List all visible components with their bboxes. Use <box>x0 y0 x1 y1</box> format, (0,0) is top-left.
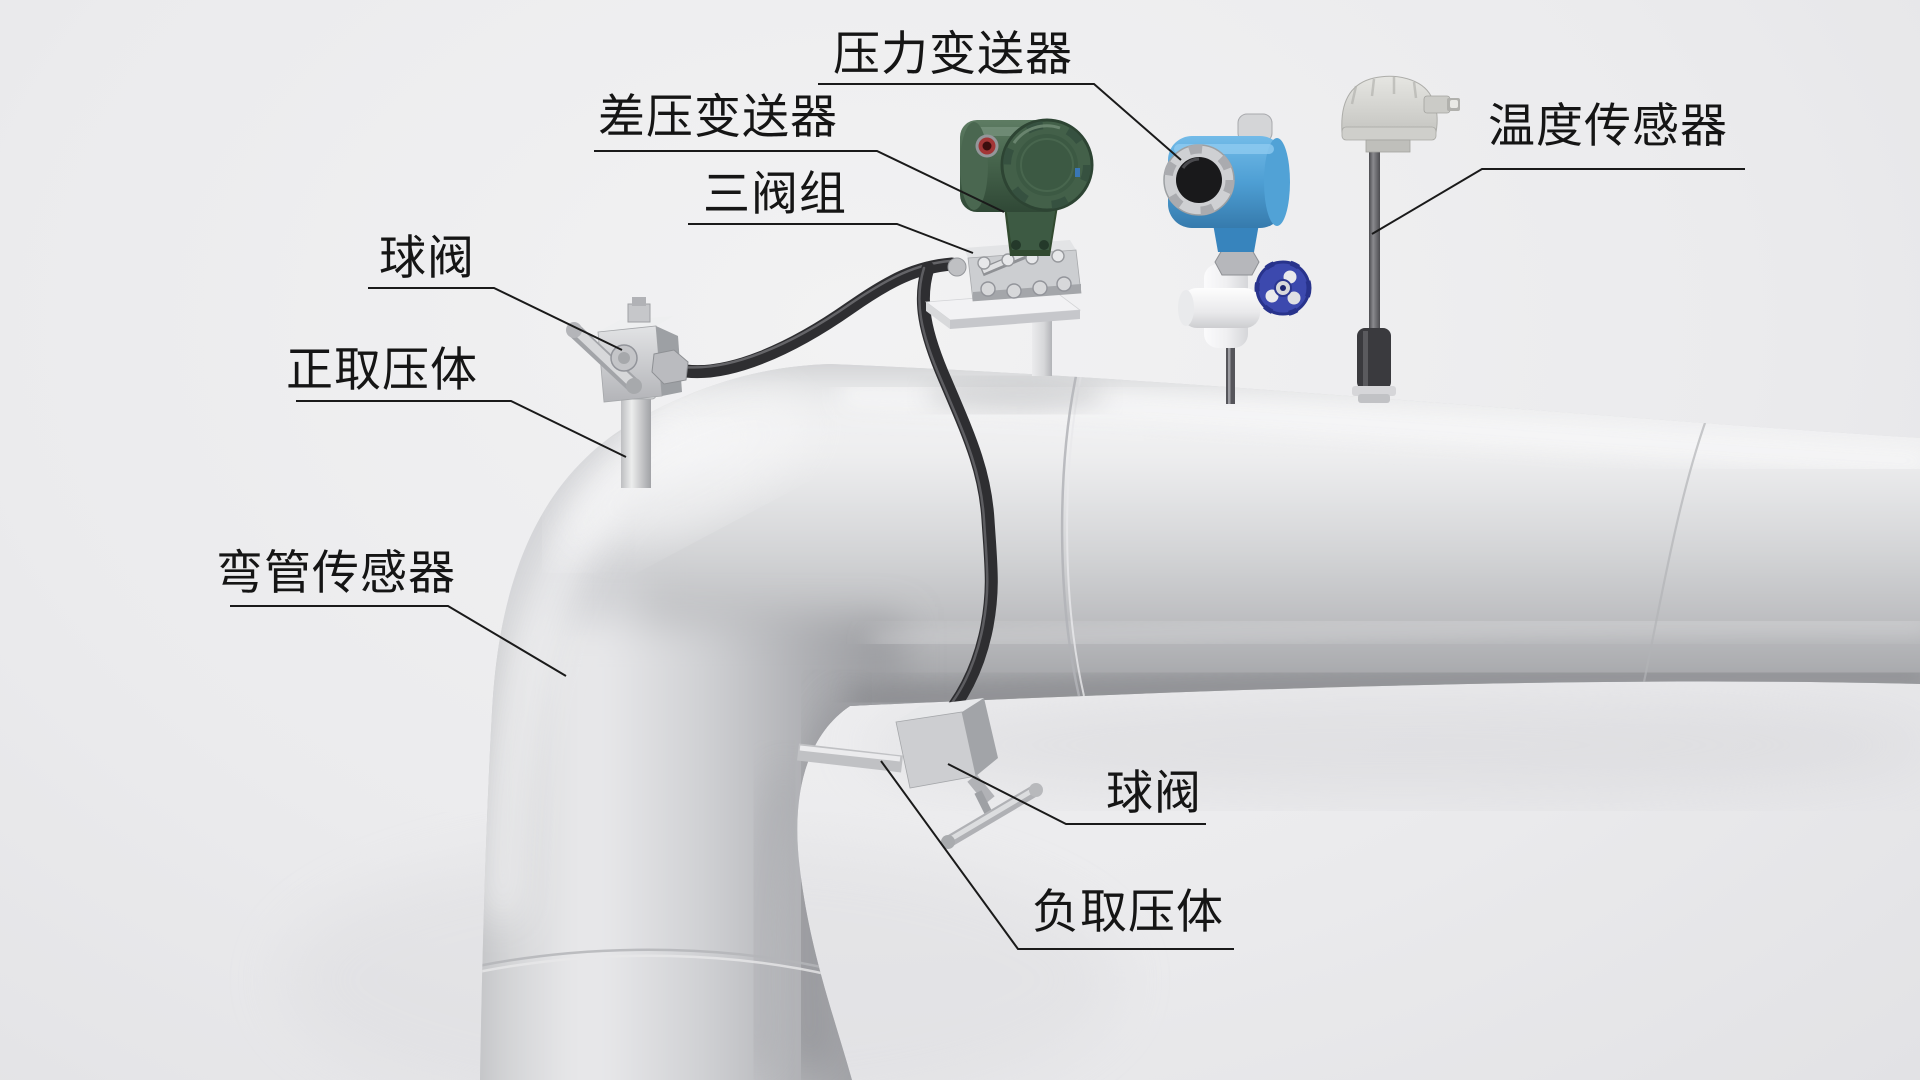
leader-ball-valve-top <box>368 287 623 351</box>
leader-dp-transmitter <box>594 150 1005 213</box>
label-positive-tap: 正取压体 <box>286 345 478 397</box>
label-pressure-transmitter: 压力变送器 <box>833 29 1073 81</box>
label-ball-valve-top: 球阀 <box>379 233 475 285</box>
leader-elbow-sensor <box>230 605 567 677</box>
dp-transmitter-body <box>960 118 1094 256</box>
leader-pressure-transmitter <box>818 83 1182 161</box>
hose-negative <box>916 261 998 732</box>
negative-tap-stub <box>797 743 903 773</box>
label-temperature-sensor: 温度传感器 <box>1488 101 1728 153</box>
hose-positive <box>679 257 959 379</box>
leader-negative-tap <box>880 760 1234 950</box>
label-negative-tap: 负取压体 <box>1032 887 1224 939</box>
ball-valve-top-body <box>566 297 689 403</box>
label-three-valve-manifold: 三阀组 <box>703 169 847 221</box>
instrument-shelf <box>924 291 1082 376</box>
label-ball-valve-bottom: 球阀 <box>1106 768 1202 820</box>
label-elbow-sensor: 弯管传感器 <box>216 548 456 600</box>
leader-three-valve-manifold <box>688 223 974 254</box>
impulse-hoses <box>679 257 998 732</box>
leader-ball-valve-bottom <box>947 763 1206 825</box>
positive-tap-stub <box>615 385 657 488</box>
temperature-sensor-body <box>1341 75 1460 403</box>
handwheel-valve <box>1254 259 1312 317</box>
leader-temperature-sensor <box>1371 168 1745 235</box>
leader-positive-tap <box>296 400 627 458</box>
leader-lines <box>230 83 1745 950</box>
pressure-transmitter-body <box>1163 113 1312 404</box>
label-dp-transmitter: 差压变送器 <box>598 92 838 144</box>
